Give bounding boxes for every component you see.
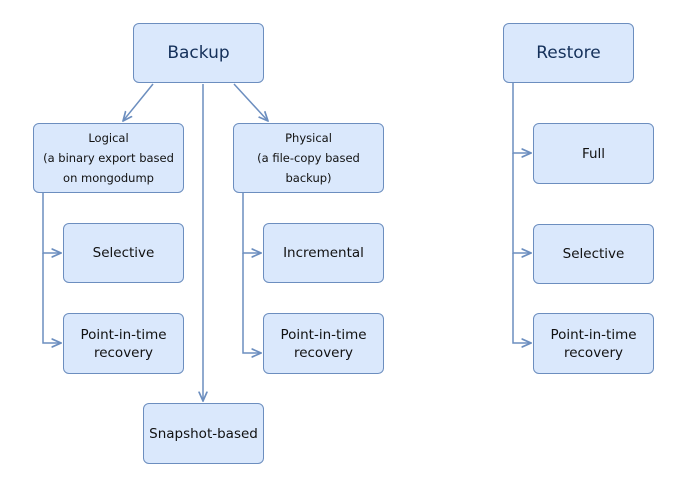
restore-pitr-label: Point-in-time recovery [550,326,637,361]
logical-desc-line1: (a binary export based [43,151,174,165]
snapshot-label: Snapshot-based [149,425,258,442]
edge-logical-selective [42,193,61,253]
logical-selective-label: Selective [92,245,155,261]
edge-restore-full [512,83,531,153]
snapshot-node[interactable]: Snapshot-based [143,403,264,464]
edge-logical-pitr [42,253,61,343]
logical-pitr-node[interactable]: Point-in-time recovery [63,313,184,374]
logical-backup-node[interactable]: Logical (a binary export based on mongod… [33,123,184,193]
edge-backup-logical [123,83,154,121]
physical-desc-line1: (a file-copy based [257,151,360,165]
restore-node-label: Restore [536,43,601,63]
edge-restore-pitr [512,253,531,343]
edge-physical-pitr [242,253,261,353]
backup-node-label: Backup [167,43,230,63]
logical-title: Logical [88,131,129,145]
restore-full-node[interactable]: Full [533,123,654,184]
edge-restore-selective [512,153,531,253]
physical-incremental-label: Incremental [283,245,364,261]
edge-physical-incremental [242,193,261,253]
physical-pitr-node[interactable]: Point-in-time recovery [263,313,384,374]
physical-title: Physical [285,131,332,145]
edge-backup-physical [233,83,268,121]
logical-pitr-label: Point-in-time recovery [80,326,167,361]
physical-desc-line2: backup) [285,171,332,185]
logical-desc-line2: on mongodump [63,171,154,185]
restore-selective-label: Selective [562,246,625,262]
restore-node[interactable]: Restore [503,23,634,83]
restore-pitr-node[interactable]: Point-in-time recovery [533,313,654,374]
logical-selective-node[interactable]: Selective [63,223,184,283]
physical-incremental-node[interactable]: Incremental [263,223,384,283]
restore-full-label: Full [581,145,606,162]
restore-selective-node[interactable]: Selective [533,224,654,284]
physical-pitr-label: Point-in-time recovery [280,326,367,361]
physical-backup-node[interactable]: Physical (a file-copy based backup) [233,123,384,193]
backup-node[interactable]: Backup [133,23,264,83]
